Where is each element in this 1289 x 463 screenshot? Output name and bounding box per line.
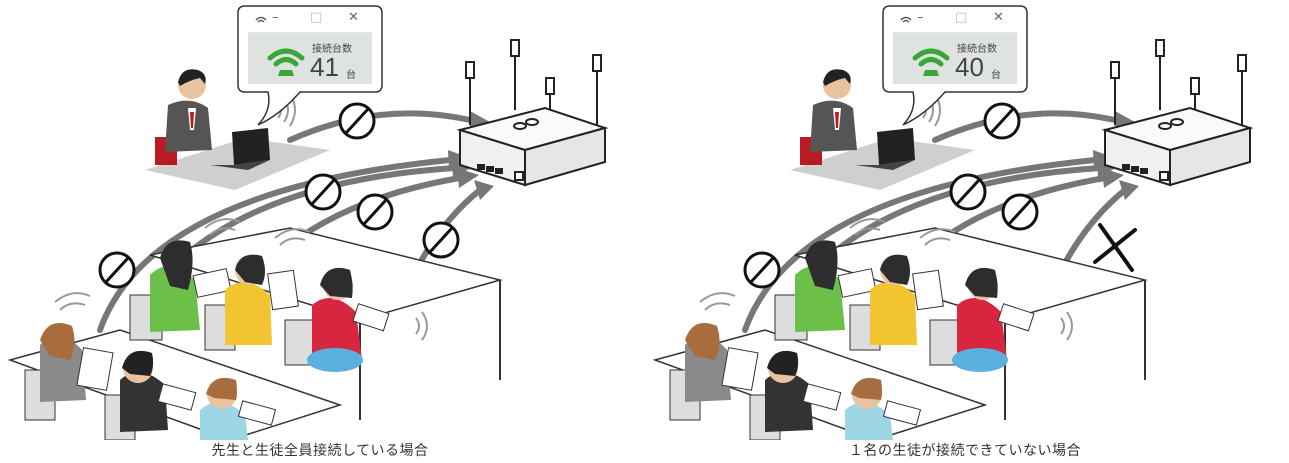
scenario-one-disconnected: – □ ✕ 接続台数 40 台 — [645, 0, 1285, 463]
classroom-illustration — [742, 5, 1254, 333]
arrow-teacher — [932, 110, 1118, 143]
connection-ok-mark — [743, 251, 781, 289]
connection-count-unit: 台 — [346, 70, 356, 81]
scenario-all-connected: – □ ✕ 接続台数 41 台 — [0, 0, 640, 463]
close-button[interactable]: ✕ — [348, 10, 359, 25]
minimize-button[interactable]: – — [917, 10, 924, 25]
connection-ok-mark — [304, 173, 342, 211]
scenario-caption: １名の生徒が接続できていない場合 — [849, 443, 1081, 459]
connection-ok-mark — [1001, 193, 1039, 231]
connection-count-value: 41 — [310, 52, 339, 82]
connection-ok-mark — [949, 173, 987, 211]
connection-count-popup — [882, 5, 1028, 126]
maximize-button[interactable]: □ — [310, 10, 323, 25]
window-controls: – □ ✕ — [915, 10, 1015, 28]
connection-count-popup — [237, 5, 383, 126]
student — [284, 267, 390, 372]
student-area — [7, 218, 503, 440]
scenario-caption: 先生と生徒全員接続している場合 — [211, 443, 429, 459]
wifi-small-icon — [900, 16, 912, 23]
student — [204, 254, 299, 351]
wifi-small-icon — [255, 16, 267, 23]
window-controls: – □ ✕ — [270, 10, 370, 28]
connection-ok-mark — [356, 193, 394, 231]
connection-count-unit: 台 — [991, 70, 1001, 81]
student — [929, 267, 1035, 372]
student — [24, 323, 114, 421]
wifi-router — [456, 39, 609, 187]
connection-count-label: 接続台数 — [312, 44, 352, 55]
connection-failed-mark — [1093, 223, 1137, 272]
maximize-button[interactable]: □ — [955, 10, 968, 25]
close-button[interactable]: ✕ — [993, 10, 1004, 25]
student — [104, 350, 197, 440]
teacher — [155, 69, 212, 165]
wifi-signal-icon — [267, 48, 305, 67]
connection-count-value: 40 — [955, 52, 984, 82]
connection-ok-mark — [338, 102, 376, 140]
student — [749, 350, 842, 440]
arrow-student-2 — [822, 165, 1103, 263]
student — [849, 254, 944, 351]
teacher — [800, 69, 857, 165]
connection-ok-mark — [983, 102, 1021, 140]
classroom-illustration — [97, 5, 609, 333]
arrow-student-2 — [177, 165, 458, 263]
student — [774, 240, 877, 341]
wifi-signal-icon — [912, 48, 950, 67]
minimize-button[interactable]: – — [272, 10, 279, 25]
student — [669, 323, 759, 421]
student — [200, 377, 277, 440]
arrow-student-1 — [97, 157, 453, 333]
arrow-teacher — [287, 110, 473, 143]
student — [129, 240, 232, 341]
teacher-laptop — [210, 128, 270, 170]
connection-ok-mark — [422, 221, 460, 259]
student — [845, 377, 922, 440]
student-area — [652, 218, 1148, 440]
arrow-student-1 — [742, 157, 1098, 333]
connection-count-label: 接続台数 — [957, 44, 997, 55]
wifi-router — [1101, 39, 1254, 187]
teacher-laptop — [855, 128, 915, 170]
connection-ok-mark — [98, 251, 136, 289]
